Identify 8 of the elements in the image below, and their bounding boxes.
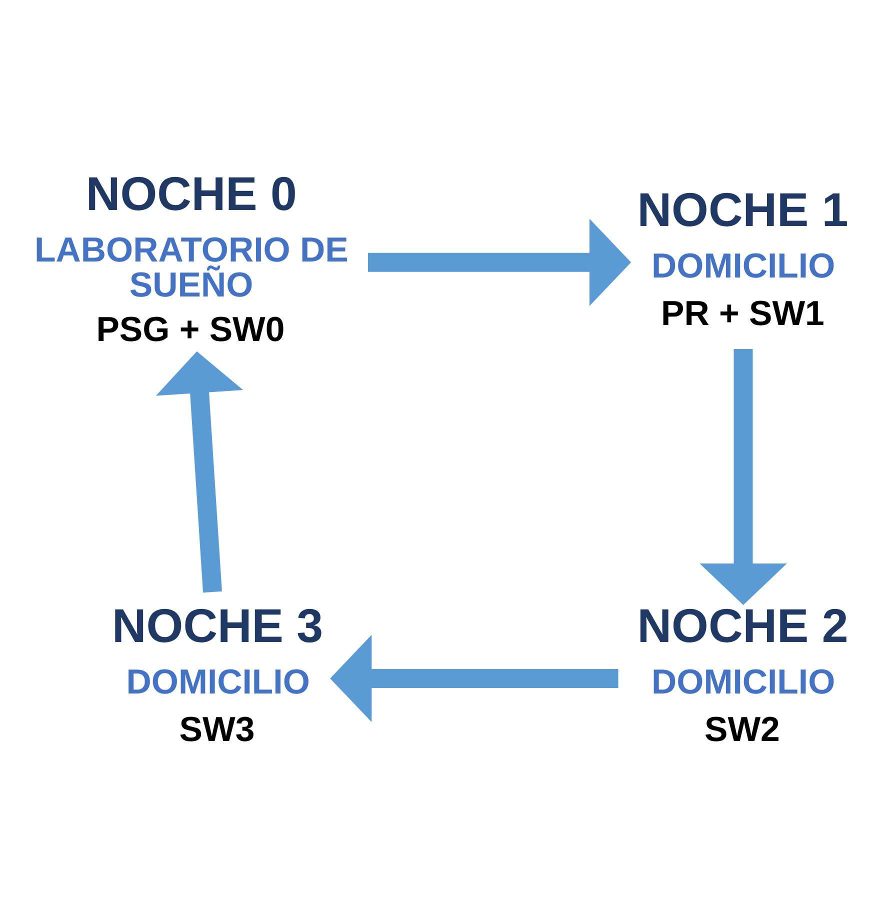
arrow (156, 350, 244, 592)
arrow (700, 348, 787, 605)
node-text: NOCHE 3 DOMICILIO SW3 (112, 600, 323, 749)
node-text: NOCHE 2 DOMICILIO SW2 (637, 600, 848, 749)
arrow (330, 634, 618, 722)
arrow (368, 218, 632, 306)
node-text: NOCHE 1 DOMICILIO PR + SW1 (637, 183, 848, 333)
node-text: NOCHE 0 LABORATORIO DE SUEÑO PSG + SW0 (34, 168, 348, 348)
